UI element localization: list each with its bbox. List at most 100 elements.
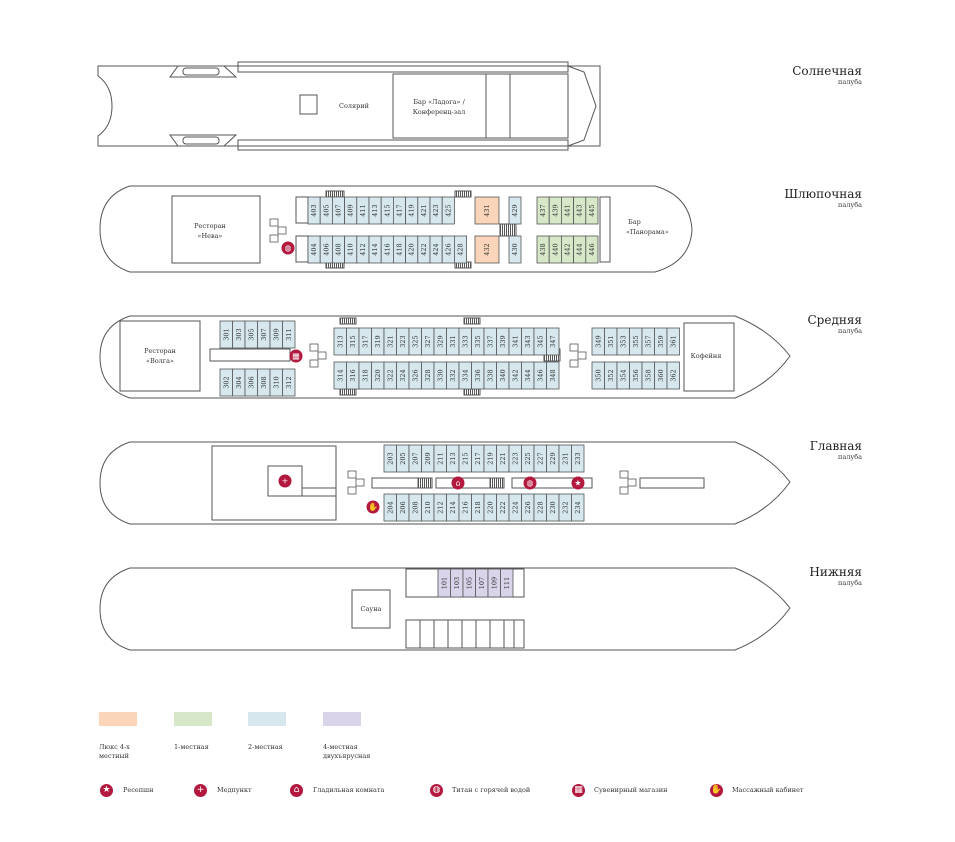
cabin-number: 309 (272, 328, 280, 340)
deck-title-sun: Солнечная (792, 64, 862, 78)
bar-ladoga-label-2: Конференц-зал (413, 108, 465, 116)
cabin-number: 358 (644, 369, 652, 381)
reception-icon (571, 476, 585, 490)
cabin-361[interactable] (666, 327, 680, 356)
cabin-number: 417 (396, 204, 404, 216)
cafe-label: Кофейня (691, 352, 722, 360)
cabin-number: 347 (549, 335, 557, 347)
cabin-number: 306 (247, 376, 255, 388)
cabin-311[interactable] (282, 320, 296, 349)
cabin-number: 362 (669, 369, 677, 381)
sun-deck-hatch (299, 94, 318, 115)
medical-icon-glyph: + (282, 477, 289, 486)
solarium-label: Солярий (339, 102, 369, 110)
sun-deck-outline (97, 65, 601, 147)
cabin-number: 231 (561, 452, 569, 464)
deck-title-main: Главная (810, 439, 862, 453)
cabin-number: 302 (222, 376, 230, 388)
sun-deck (97, 61, 601, 151)
boat-deck (99, 185, 693, 273)
deck-sub-boat: палуба (838, 201, 862, 209)
stairs-step (569, 343, 579, 352)
cabin-234[interactable] (571, 493, 585, 522)
stairs-step (347, 470, 357, 479)
cabin-number: 211 (436, 452, 444, 464)
cabin-number: 350 (594, 369, 602, 381)
cabin-number: 430 (511, 243, 519, 255)
cabin-number: 349 (594, 335, 602, 347)
cabin-425[interactable] (441, 196, 455, 225)
cabin-number: 331 (449, 335, 457, 347)
cabin-number: 416 (383, 243, 391, 255)
cabin-number: 218 (474, 501, 482, 513)
cabin-number: 409 (347, 204, 355, 216)
cabin-number: 404 (310, 243, 318, 255)
cabin-number: 360 (657, 369, 665, 381)
cabin-number: 340 (499, 369, 507, 381)
cabin-429[interactable] (508, 196, 522, 225)
bar-ladoga-label-1: Бар «Ладога» / (413, 98, 465, 106)
cabin-number: 342 (511, 369, 519, 381)
sauna-label: Сауна (361, 605, 382, 613)
cabin-number: 357 (644, 335, 652, 347)
cabin-362[interactable] (666, 361, 680, 390)
cabin-number: 210 (424, 501, 432, 513)
cabin-number: 351 (607, 335, 615, 347)
cabin-number: 336 (474, 369, 482, 381)
cabin-445[interactable] (585, 196, 599, 225)
cabin-312[interactable] (282, 368, 296, 397)
cabin-number: 445 (588, 204, 596, 216)
cabin-number: 439 (551, 204, 559, 216)
main-deck-outline (99, 441, 791, 525)
stairs-step (277, 226, 287, 235)
cabin-number: 228 (536, 501, 544, 513)
cabin-number: 322 (386, 369, 394, 381)
cabin-number: 353 (619, 335, 627, 347)
iron-icon-glyph: ⌂ (455, 479, 460, 488)
lower-deck-outline (99, 567, 791, 651)
stairs-step (355, 478, 365, 487)
cabin-446[interactable] (585, 235, 599, 264)
cabin-number: 428 (457, 243, 465, 255)
cabin-233[interactable] (571, 444, 585, 473)
main-deck (99, 441, 791, 525)
kettle-icon-glyph: ◍ (527, 479, 534, 488)
cabin-430[interactable] (508, 235, 522, 264)
cabin-number: 304 (235, 376, 243, 388)
cabin-number: 307 (260, 328, 268, 340)
cabin-number: 301 (222, 328, 230, 340)
cabin-number: 426 (444, 243, 452, 255)
sun-deck-top-bench (169, 65, 238, 78)
cabin-number: 321 (386, 335, 394, 347)
cabin-number: 310 (272, 376, 280, 388)
cabin-number: 443 (576, 204, 584, 216)
cabin-428[interactable] (453, 235, 467, 264)
cabin-number: 319 (374, 335, 382, 347)
stairs-step (627, 478, 637, 487)
stairs-step (317, 351, 327, 360)
restaurant-volga-room (119, 320, 201, 392)
cabin-number: 325 (411, 335, 419, 347)
cabin-number: 327 (424, 335, 432, 347)
cabin-number: 214 (449, 501, 457, 513)
restaurant-neva-label-1: Ресторан (194, 222, 226, 230)
cabin-number: 223 (511, 452, 519, 464)
cabin-number: 354 (619, 369, 627, 381)
cabin-111[interactable] (500, 568, 514, 598)
cabin-432[interactable] (474, 235, 500, 264)
cabin-number: 305 (247, 328, 255, 340)
cabin-number: 337 (486, 335, 494, 347)
cabin-number: 233 (574, 452, 582, 464)
cabin-431[interactable] (474, 196, 500, 225)
cabin-number: 425 (444, 204, 452, 216)
cabin-348[interactable] (546, 361, 560, 390)
kettle-icon (281, 241, 295, 255)
cabin-number: 203 (386, 452, 394, 464)
cabin-number: 318 (361, 369, 369, 381)
cabin-number: 217 (474, 452, 482, 464)
cabin-number: 229 (549, 452, 557, 464)
cabin-347[interactable] (546, 327, 560, 356)
cabin-number: 213 (449, 452, 457, 464)
reception-icon-glyph: ★ (574, 479, 581, 488)
